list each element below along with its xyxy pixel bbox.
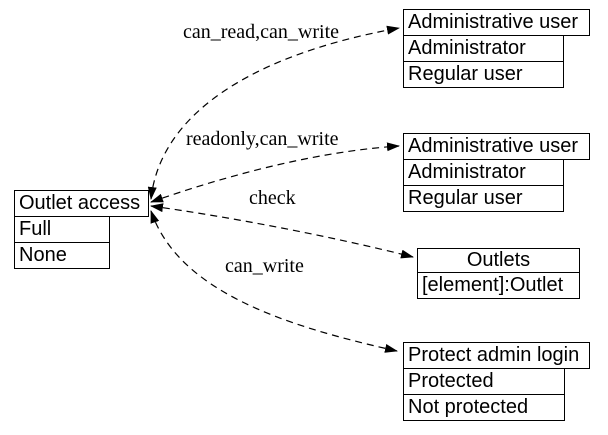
node-row: Full bbox=[14, 216, 110, 243]
edge-readonly-can-write bbox=[150, 142, 400, 203]
edge-can-write bbox=[150, 210, 398, 353]
edge-can-read-can-write bbox=[147, 25, 400, 200]
node-title: Outlet access bbox=[14, 190, 149, 217]
edge-label-readonly-can-write: readonly,can_write bbox=[186, 128, 339, 150]
node-title: Protect admin login bbox=[403, 342, 590, 369]
node-row: [element]:Outlet bbox=[417, 272, 580, 299]
node-row: Protected bbox=[403, 368, 565, 395]
node-row: Not protected bbox=[403, 394, 565, 421]
node-title: Outlets bbox=[417, 248, 580, 273]
node-title: Administrative user bbox=[403, 9, 590, 36]
node-row: Administrator bbox=[403, 35, 564, 62]
node-outlet-access: Outlet access Full None bbox=[14, 190, 149, 269]
node-outlets: Outlets [element]:Outlet bbox=[417, 248, 580, 299]
node-row: Regular user bbox=[403, 61, 564, 88]
node-row: Administrator bbox=[403, 159, 564, 186]
edge-label-can-write: can_write bbox=[225, 255, 304, 277]
edge-check bbox=[150, 203, 414, 259]
edge-label-check: check bbox=[249, 187, 296, 209]
node-row: Regular user bbox=[403, 185, 564, 212]
node-administrative-user-top: Administrative user Administrator Regula… bbox=[403, 9, 590, 88]
node-administrative-user-middle: Administrative user Administrator Regula… bbox=[403, 133, 590, 212]
node-protect-admin-login: Protect admin login Protected Not protec… bbox=[403, 342, 590, 421]
edge-label-can-read-can-write: can_read,can_write bbox=[183, 21, 340, 43]
node-row: None bbox=[14, 242, 110, 269]
node-title: Administrative user bbox=[403, 133, 590, 160]
